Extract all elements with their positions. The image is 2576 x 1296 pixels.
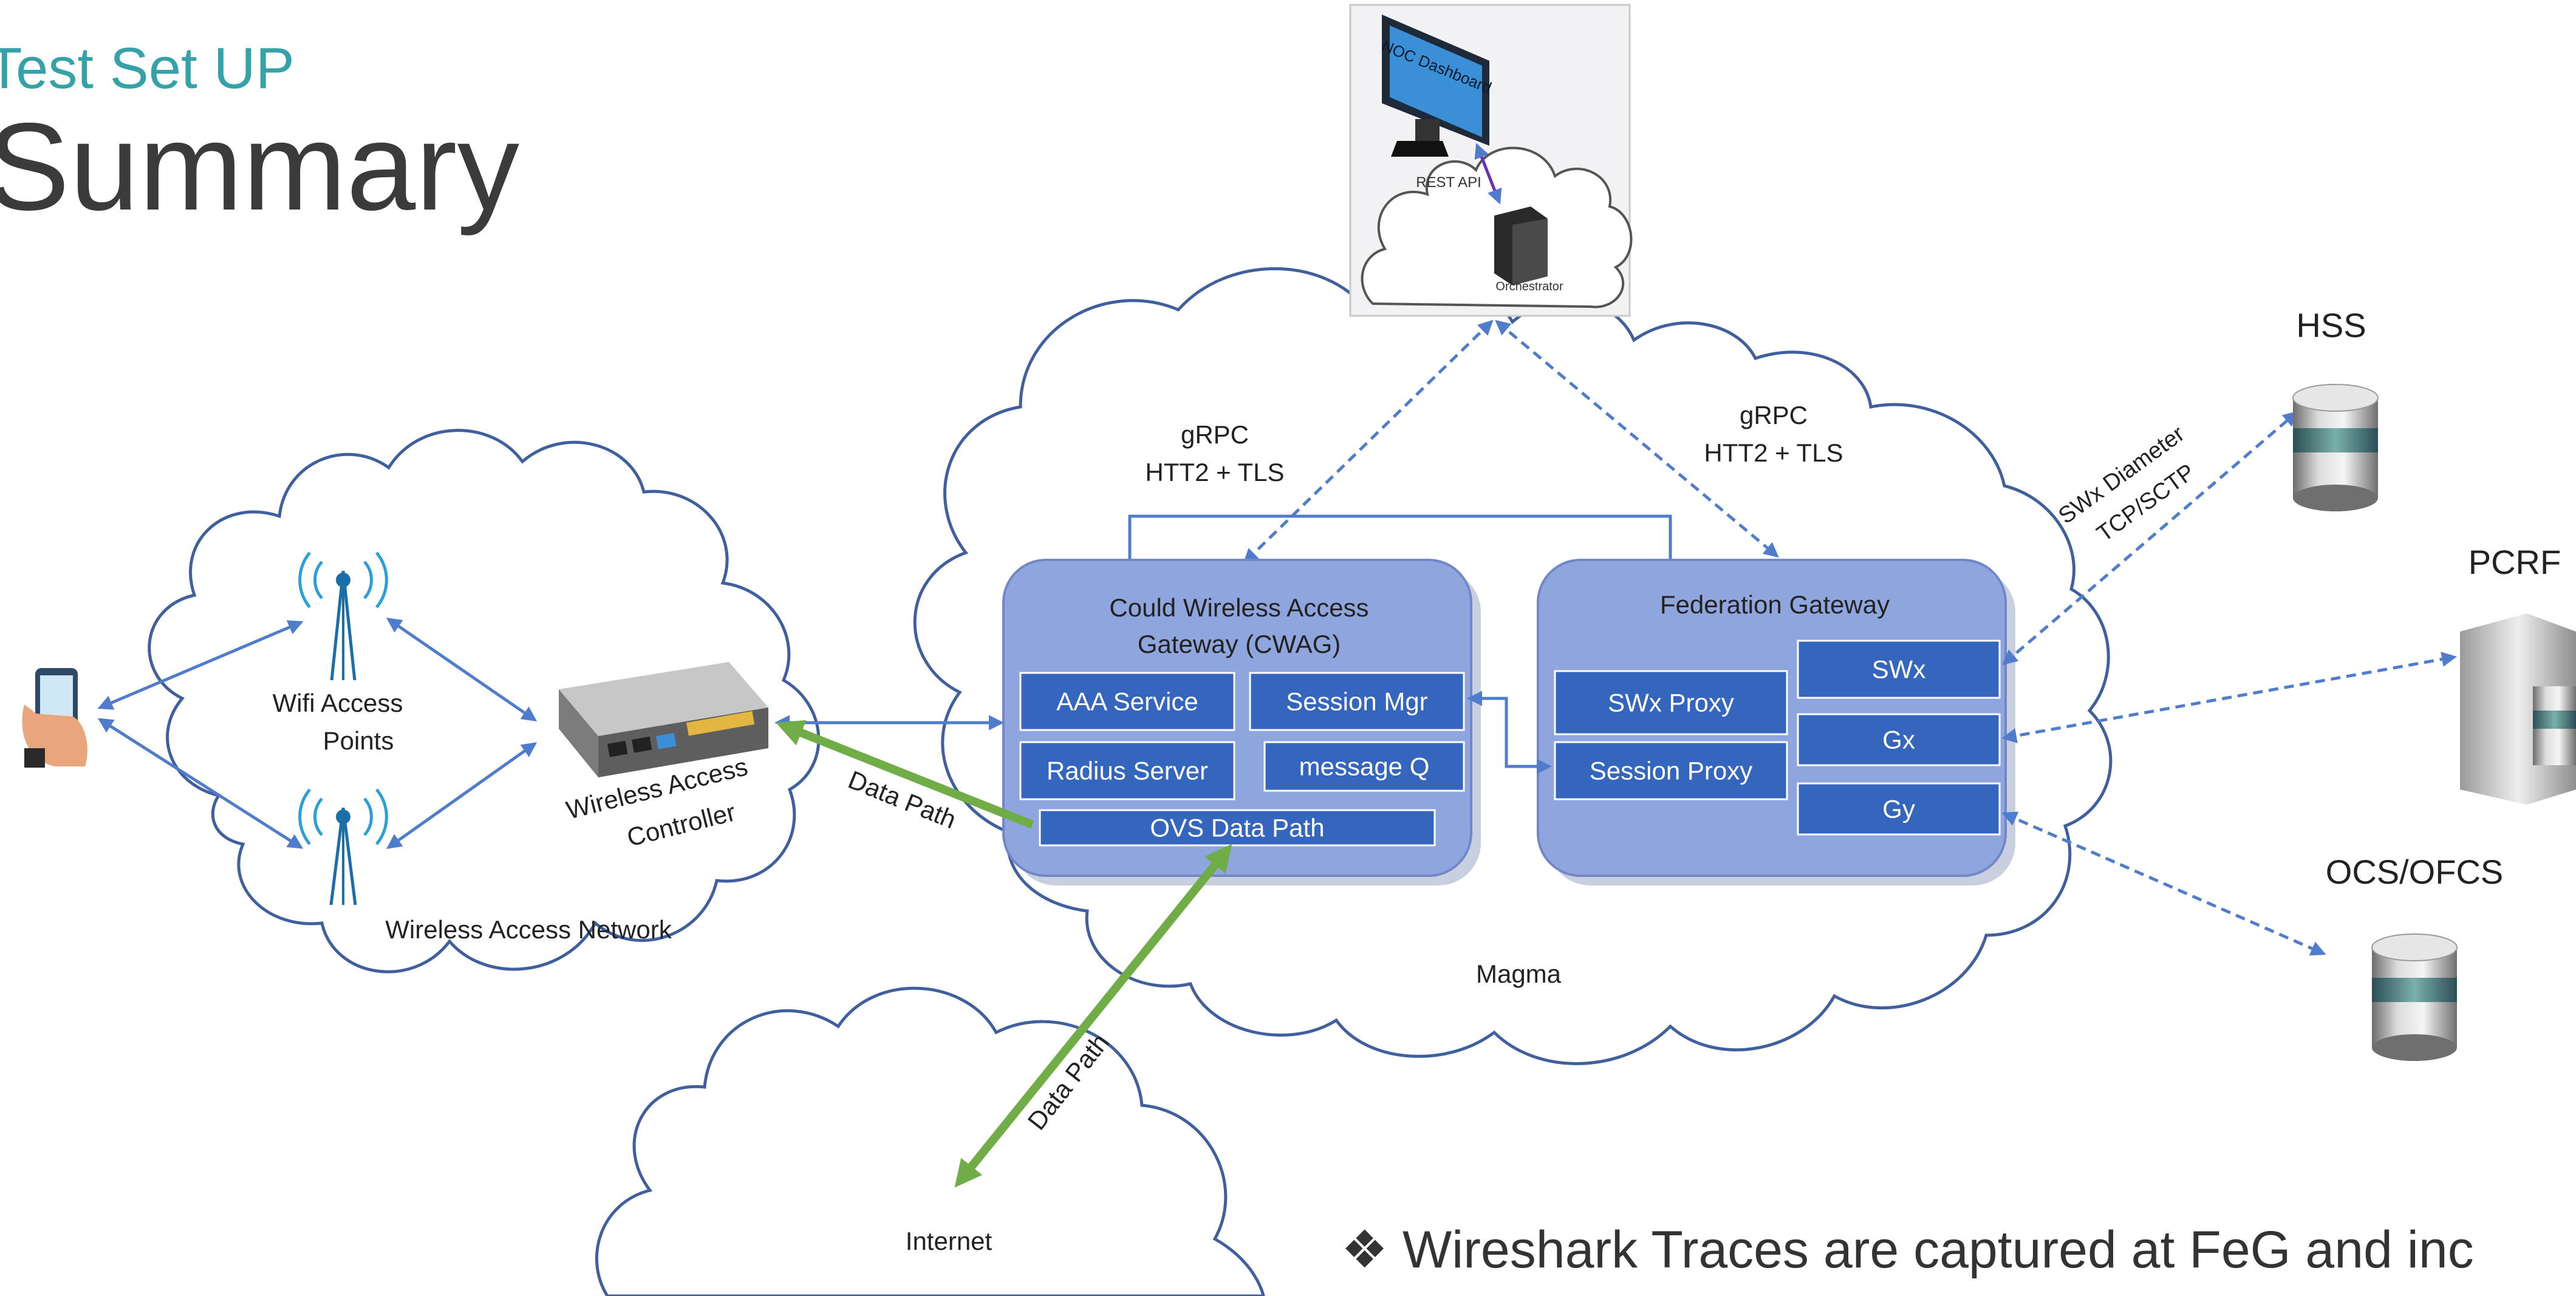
cwag-panel: Could Wireless Access Gateway (CWAG) AAA… bbox=[1002, 559, 1481, 885]
radius-server-box: Radius Server bbox=[1019, 741, 1235, 800]
pcrf-building-icon bbox=[2460, 613, 2576, 805]
gx-pcrf-link bbox=[2001, 652, 2457, 743]
data-path-controller-link bbox=[776, 720, 1034, 829]
gx-box: Gx bbox=[1797, 713, 2001, 766]
session-proxy-box: Session Proxy bbox=[1554, 741, 1788, 800]
phone-ap-bottom-link bbox=[97, 718, 304, 849]
internet-label: Internet bbox=[906, 1227, 992, 1255]
swx-proxy-box: SWx Proxy bbox=[1554, 670, 1788, 735]
wifi-ap-label-line2: Points bbox=[323, 726, 394, 755]
session-mgr-proxy-link bbox=[1467, 691, 1552, 774]
hss-database-icon bbox=[2292, 384, 2379, 511]
data-path-internet-link bbox=[954, 844, 1232, 1188]
pcrf-label: PCRF bbox=[2468, 543, 2561, 581]
message-q-label: message Q bbox=[1299, 752, 1430, 781]
gy-box: Gy bbox=[1797, 782, 2001, 836]
feg-title: Federation Gateway bbox=[1660, 590, 1890, 619]
orchestrator-label: Orchestrator bbox=[1495, 280, 1563, 293]
swx-label: SWx bbox=[1872, 655, 1926, 684]
ocs-label: OCS/OFCS bbox=[2326, 853, 2503, 891]
swx-hss-link bbox=[2002, 411, 2298, 666]
slide-subtitle: Test Set UP bbox=[0, 36, 295, 101]
footnote-bullet: ❖ Wireshark Traces are captured at FeG a… bbox=[1341, 1221, 2474, 1279]
radius-server-label: Radius Server bbox=[1047, 757, 1208, 785]
phone-user-icon bbox=[22, 668, 87, 768]
swx-proxy-label: SWx Proxy bbox=[1608, 689, 1734, 717]
cwag-title-line2: Gateway (CWAG) bbox=[1138, 630, 1341, 658]
aaa-service-box: AAA Service bbox=[1019, 672, 1235, 731]
grpc-feg-link bbox=[1495, 319, 1779, 558]
server-icon bbox=[1494, 206, 1548, 285]
aaa-service-label: AAA Service bbox=[1056, 687, 1198, 716]
gx-label: Gx bbox=[1882, 726, 1915, 754]
wifi-ap-label-line1: Wifi Access bbox=[273, 689, 403, 717]
rest-api-label: REST API bbox=[1416, 174, 1481, 191]
grpc-right-line1: gRPC bbox=[1740, 401, 1808, 429]
ovs-data-path-label: OVS Data Path bbox=[1150, 814, 1324, 842]
grpc-left-line1: gRPC bbox=[1181, 420, 1249, 449]
session-mgr-label: Session Mgr bbox=[1286, 687, 1427, 716]
noc-panel: NOC Dashboard REST API Orchestrator bbox=[1349, 4, 1633, 317]
hss-label: HSS bbox=[2296, 306, 2366, 344]
session-mgr-box: Session Mgr bbox=[1249, 672, 1465, 731]
feg-panel: Federation Gateway SWx Proxy Session Pro… bbox=[1537, 559, 2015, 885]
message-q-box: message Q bbox=[1263, 741, 1465, 792]
session-proxy-label: Session Proxy bbox=[1590, 757, 1752, 785]
wireless-network-label: Wireless Access Network bbox=[385, 915, 672, 944]
magma-label: Magma bbox=[1476, 960, 1562, 988]
grpc-right-line2: HTT2 + TLS bbox=[1704, 438, 1843, 467]
grpc-left-line2: HTT2 + TLS bbox=[1145, 458, 1284, 486]
ap-top-controller-link bbox=[386, 618, 538, 721]
slide-title: Summary bbox=[0, 97, 520, 236]
gy-ocs-link bbox=[2001, 811, 2326, 956]
ap-bottom-controller-link bbox=[386, 742, 538, 849]
wifi-ap-top-icon bbox=[298, 551, 388, 687]
swx-box: SWx bbox=[1797, 639, 2001, 699]
ovs-data-path-box: OVS Data Path bbox=[1039, 809, 1436, 847]
wireless-controller-icon bbox=[559, 662, 768, 777]
phone-ap-top-link bbox=[97, 620, 304, 710]
cwag-title-line1: Could Wireless Access bbox=[1109, 593, 1368, 622]
grpc-cwag-link bbox=[1243, 319, 1494, 564]
gy-label: Gy bbox=[1882, 795, 1915, 824]
ocs-database-icon bbox=[2371, 933, 2458, 1061]
